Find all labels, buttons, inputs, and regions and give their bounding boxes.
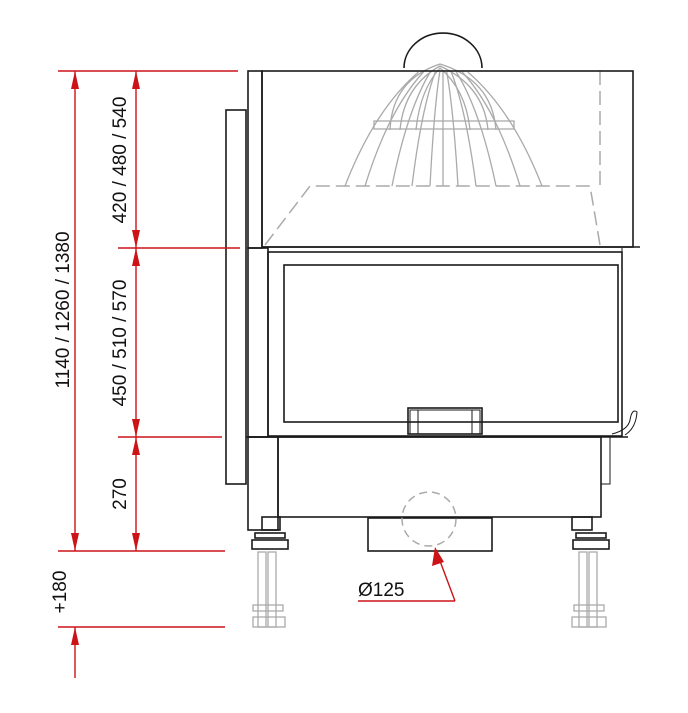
hood-rib — [411, 71, 436, 187]
dimension-lines — [58, 70, 456, 678]
hood-rib — [467, 71, 543, 187]
dimension-arrowhead — [71, 71, 79, 89]
flue-outlet-box — [367, 517, 493, 552]
hood-rib — [450, 71, 477, 187]
upper-casing — [261, 70, 634, 248]
hidden-hood — [264, 63, 601, 246]
side-panel — [225, 109, 247, 485]
hood-rib — [446, 71, 459, 187]
door-section-label: 450 / 510 / 570 — [110, 280, 131, 407]
leg-extension-label: +180 — [50, 571, 71, 614]
flue-collar — [403, 32, 483, 69]
hood-rib — [461, 71, 521, 187]
flue-diameter-label: Ø125 — [358, 580, 404, 601]
hood-rib — [429, 71, 441, 187]
dimension-arrowhead — [71, 533, 79, 551]
hood-rib — [391, 71, 431, 187]
door-glass — [283, 264, 619, 423]
hood-rib — [344, 71, 419, 187]
total-height-label: 1140 / 1260 / 1380 — [53, 231, 74, 388]
dimension-arrowhead — [132, 533, 140, 551]
dimension-arrowhead — [132, 230, 140, 248]
dimension-arrowhead — [71, 627, 79, 645]
adjustable-legs — [252, 551, 607, 628]
door-handle — [407, 407, 483, 435]
base-section-label: 270 — [110, 478, 131, 510]
fireplace-body — [225, 32, 640, 552]
flue-outlet-circle — [401, 491, 457, 547]
dimension-arrowhead — [132, 71, 140, 89]
hood-rib — [455, 71, 497, 187]
dimension-arrowhead — [132, 437, 140, 455]
hood-rib — [364, 71, 424, 187]
upper-section-label: 420 / 480 / 540 — [110, 97, 131, 224]
base-casing — [277, 436, 602, 518]
dimension-arrowhead — [132, 419, 140, 437]
dimension-arrowhead — [132, 248, 140, 266]
